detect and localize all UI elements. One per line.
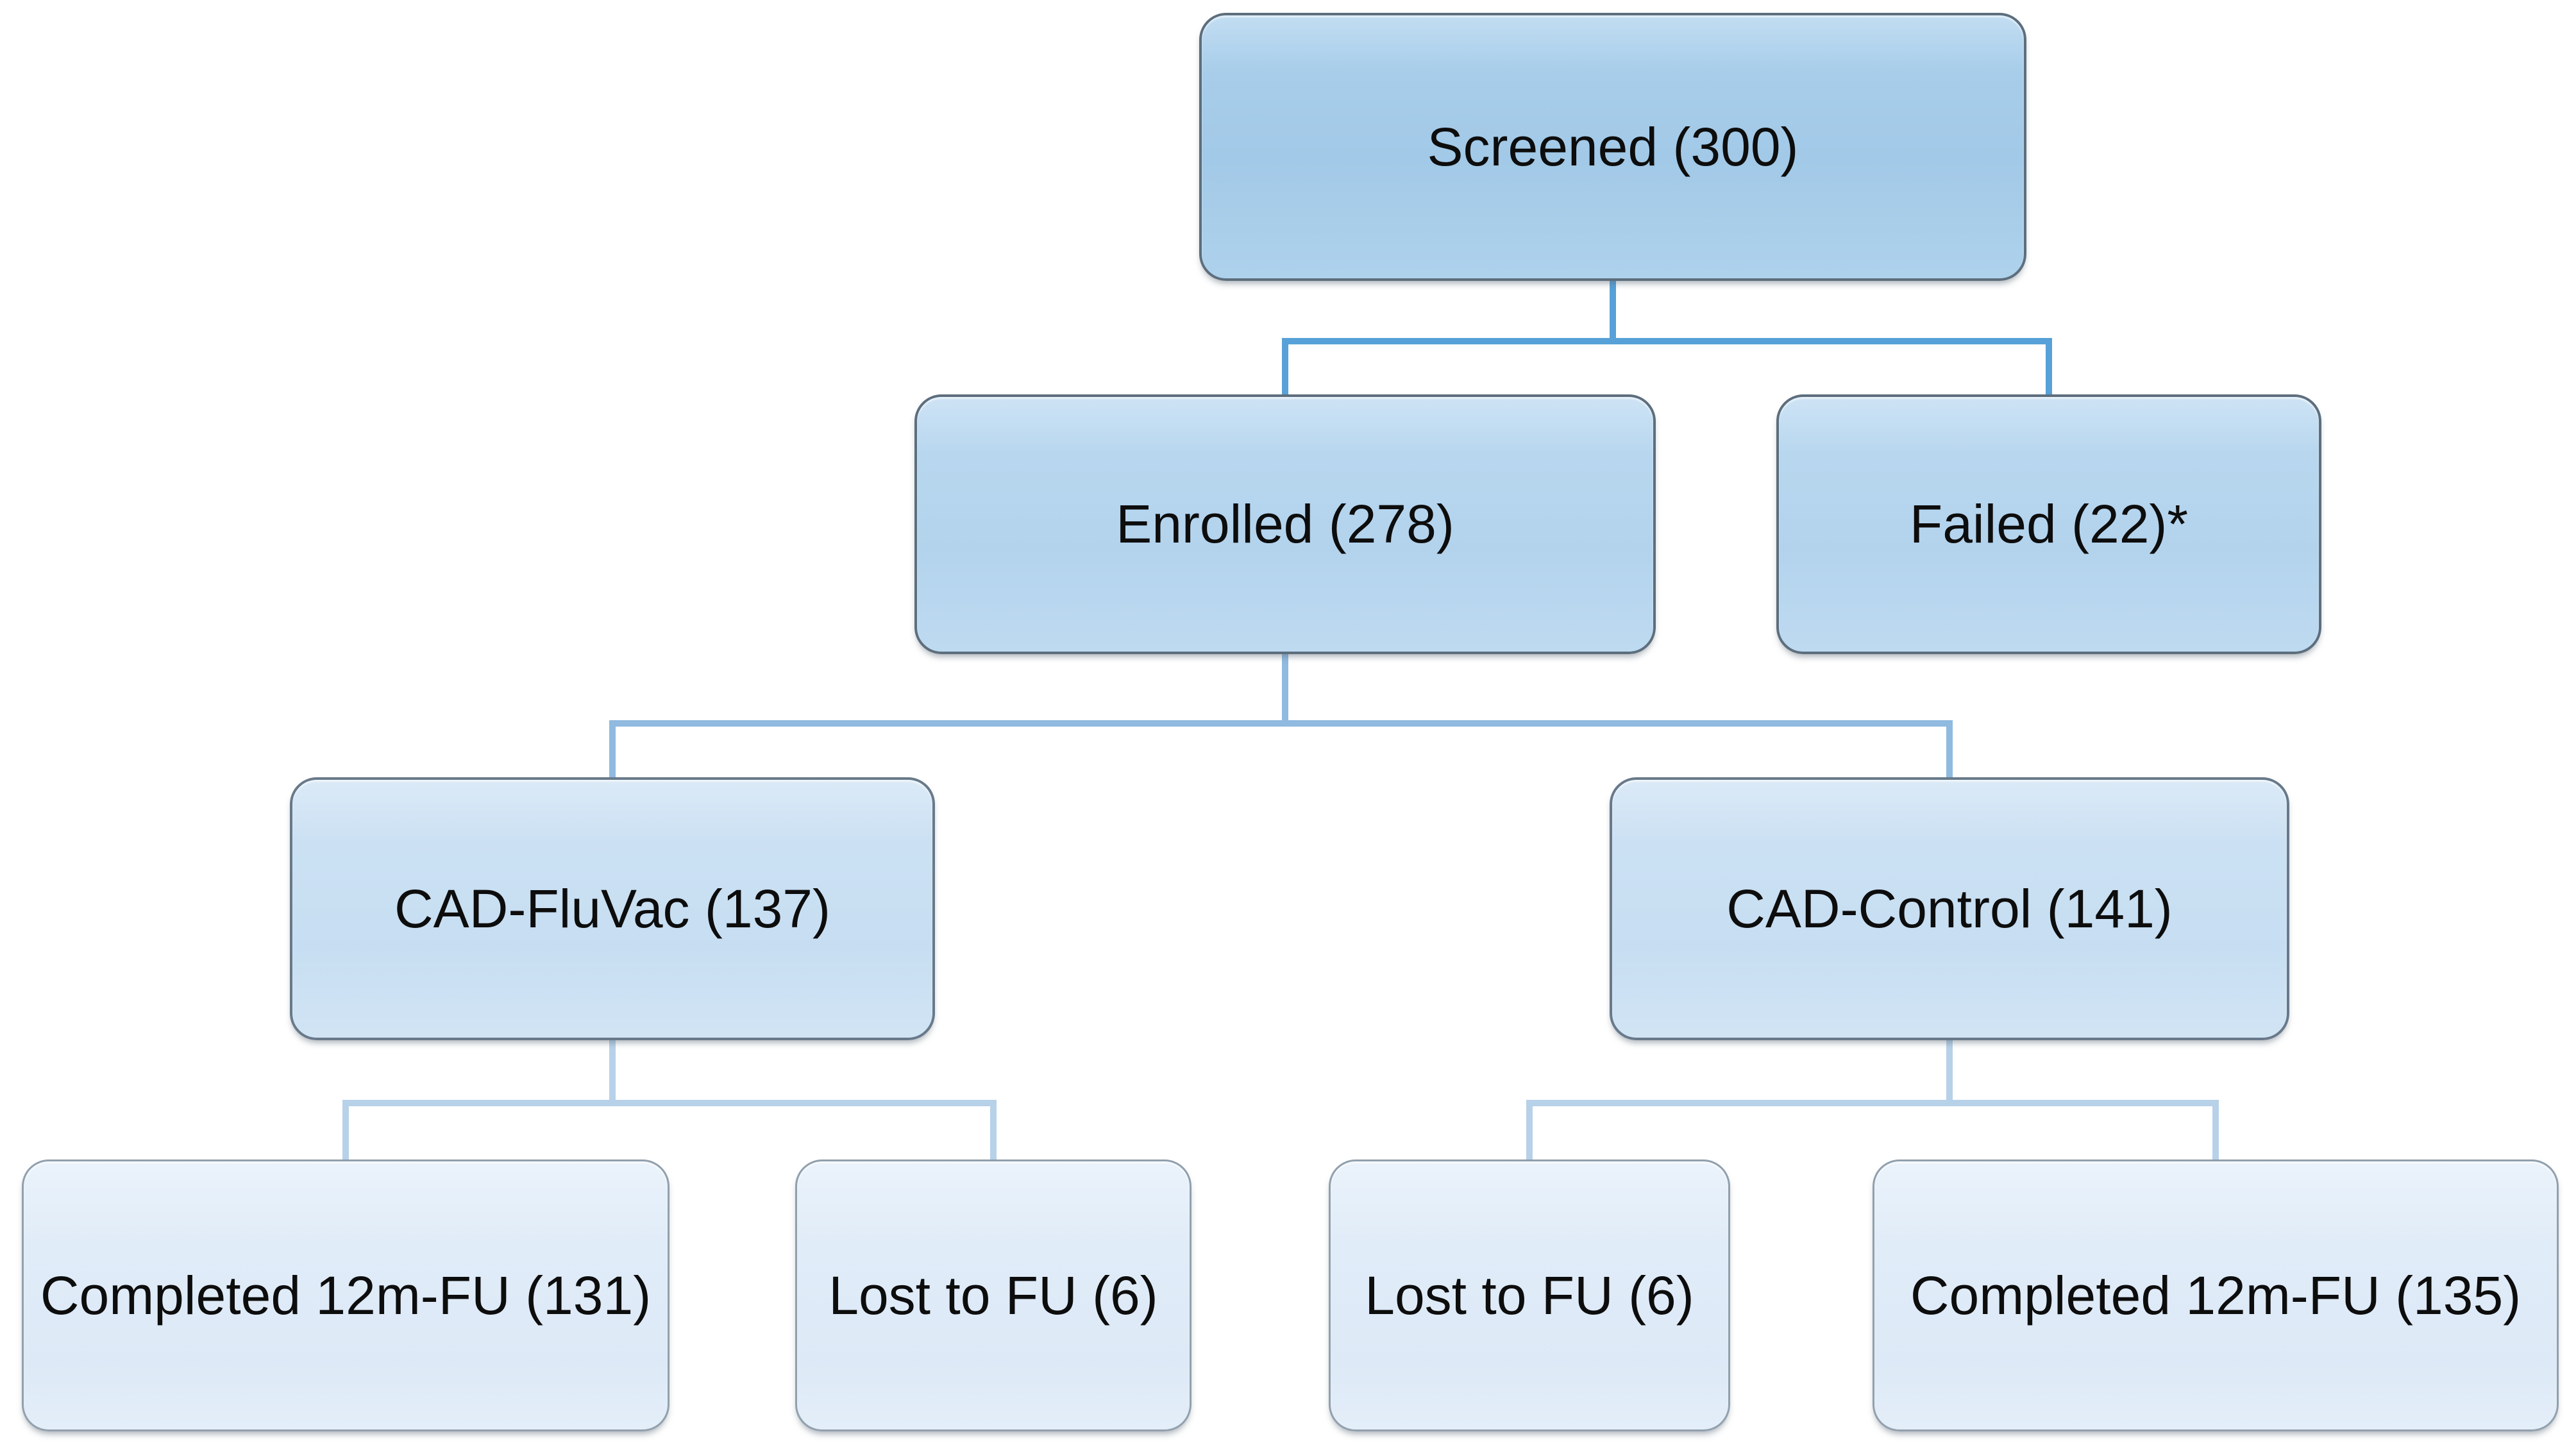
node-failed-label: Failed (22)* bbox=[1909, 494, 2189, 555]
node-lost-control-label: Lost to FU (6) bbox=[1365, 1265, 1694, 1326]
node-screened: Screened (300) bbox=[1199, 13, 2026, 281]
node-failed: Failed (22)* bbox=[1776, 394, 2321, 654]
node-completed-fluvac: Completed 12m-FU (131) bbox=[22, 1159, 669, 1431]
node-enrolled-label: Enrolled (278) bbox=[1116, 494, 1454, 555]
connector-cad-control-to-level4 bbox=[1526, 1040, 2219, 1159]
node-enrolled: Enrolled (278) bbox=[914, 394, 1656, 654]
connector-screened-to-level2 bbox=[1282, 281, 2052, 394]
connector-cad-fluvac-to-level4 bbox=[342, 1040, 997, 1159]
node-cad-fluvac: CAD-FluVac (137) bbox=[290, 777, 935, 1040]
node-lost-control: Lost to FU (6) bbox=[1329, 1159, 1730, 1431]
node-cad-fluvac-label: CAD-FluVac (137) bbox=[394, 878, 830, 939]
node-completed-fluvac-label: Completed 12m-FU (131) bbox=[40, 1265, 652, 1326]
node-cad-control: CAD-Control (141) bbox=[1610, 777, 2289, 1040]
node-lost-fluvac: Lost to FU (6) bbox=[795, 1159, 1191, 1431]
node-lost-fluvac-label: Lost to FU (6) bbox=[829, 1265, 1158, 1326]
node-screened-label: Screened (300) bbox=[1427, 116, 1799, 177]
connector-enrolled-to-level3 bbox=[609, 654, 1953, 777]
node-cad-control-label: CAD-Control (141) bbox=[1726, 878, 2173, 939]
node-completed-control: Completed 12m-FU (135) bbox=[1873, 1159, 2559, 1431]
node-completed-control-label: Completed 12m-FU (135) bbox=[1910, 1265, 2521, 1326]
